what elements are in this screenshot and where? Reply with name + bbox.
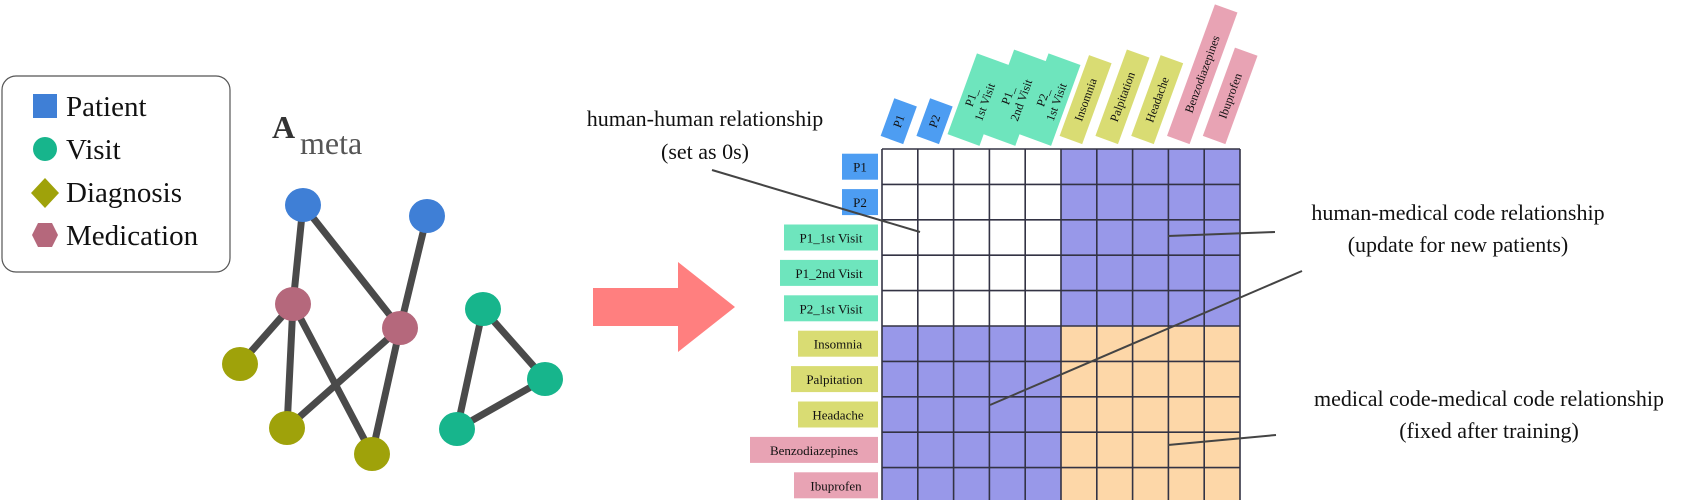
row-label-box — [784, 295, 878, 322]
transform-arrow-icon — [593, 262, 735, 352]
meta-graph — [222, 188, 563, 471]
row-label-benzodiazepines: Benzodiazepines — [750, 436, 878, 463]
annotations: human-human relationship (set as 0s) hum… — [587, 106, 1664, 443]
column-label-p1: P1 — [880, 98, 917, 145]
graph-title-subscript: meta — [300, 125, 362, 161]
annotation-human-human-title: human-human relationship — [587, 106, 823, 131]
diagnosis-legend-diamond-icon — [31, 178, 59, 208]
row-label-text: Headache — [812, 408, 863, 423]
row-label-text: Palpitation — [806, 372, 863, 387]
diagnosis-node — [269, 411, 305, 445]
visit-node — [465, 292, 501, 326]
column-label-box — [983, 49, 1047, 146]
row-label-box — [798, 401, 878, 428]
annotation-medical-medical-note: (fixed after training) — [1399, 418, 1579, 443]
row-label-box — [791, 366, 878, 393]
row-label-text: P2 — [853, 195, 867, 210]
medication-legend-hexagon-icon — [32, 223, 58, 247]
row-label-text: P1 — [853, 160, 867, 175]
graph-edge — [368, 324, 404, 458]
row-label-insomnia: Insomnia — [798, 330, 878, 357]
leader-human-medical — [1167, 231, 1276, 237]
legend: Patient Visit Diagnosis Medication — [1, 75, 231, 273]
legend-label-visit: Visit — [66, 134, 121, 166]
graph-edge — [453, 305, 487, 433]
row-label-palpitation: Palpitation — [791, 366, 878, 393]
row-label-text: Benzodiazepines — [770, 443, 858, 458]
column-label-box — [1095, 49, 1150, 145]
row-label-box — [842, 153, 878, 180]
column-label-box — [880, 98, 917, 145]
annotation-medical-medical-title: medical code-medical code relationship — [1314, 386, 1664, 411]
block-human-human — [882, 149, 1061, 326]
column-label-box — [947, 53, 1009, 146]
row-label-headache: Headache — [798, 401, 878, 428]
column-label-p2: P2 — [916, 98, 953, 145]
row-label-box — [780, 259, 878, 286]
row-label-box — [794, 472, 878, 499]
row-label-p1-2nd-visit: P1_2nd Visit — [780, 259, 878, 286]
graph-edge — [289, 300, 376, 458]
row-label-text: P1_2nd Visit — [795, 266, 863, 281]
column-label-box — [1059, 55, 1112, 145]
row-label-p1-1st-visit: P1_1st Visit — [784, 224, 878, 251]
visit-node — [527, 362, 563, 396]
graph-title-main: A — [272, 109, 295, 145]
block-human-medical-bottom — [882, 326, 1061, 500]
legend-label-diagnosis: Diagnosis — [66, 177, 182, 209]
row-label-ibuprofen: Ibuprofen — [794, 472, 878, 499]
annotation-human-medical-title: human-medical code relationship — [1311, 200, 1604, 225]
column-label-box — [916, 98, 953, 145]
adjacency-matrix — [881, 148, 1241, 500]
medication-node — [382, 311, 418, 345]
row-label-text: Insomnia — [814, 337, 863, 352]
leader-human-human — [711, 169, 921, 233]
patient-node — [285, 188, 321, 222]
block-medical-medical — [1061, 326, 1240, 500]
graph-edge — [283, 324, 404, 432]
column-label-text: P2 — [926, 113, 943, 130]
visit-legend-circle-icon — [33, 137, 57, 161]
leader-human-medical-2 — [989, 270, 1303, 406]
row-label-text: Ibuprofen — [810, 478, 862, 493]
column-label-box — [1131, 55, 1184, 145]
column-label-box — [1202, 47, 1258, 145]
annotation-human-human-note: (set as 0s) — [661, 139, 749, 164]
column-label-text: P1 — [890, 113, 907, 130]
graph-edge — [283, 300, 297, 432]
medication-node — [275, 287, 311, 321]
graph-edge — [299, 201, 404, 332]
row-label-box — [784, 224, 878, 251]
column-label-box — [1167, 4, 1238, 145]
leader-medical-medical — [1167, 434, 1277, 446]
visit-node — [439, 412, 475, 446]
row-label-text: P2_1st Visit — [800, 301, 863, 316]
row-label-text: P1_1st Visit — [800, 231, 863, 246]
column-label-text: P1_ — [998, 83, 1018, 106]
legend-label-medication: Medication — [66, 220, 199, 252]
column-label-box — [1019, 53, 1081, 146]
graph-edge — [396, 212, 431, 332]
diagnosis-node — [222, 347, 258, 381]
graph-title: A meta — [272, 109, 362, 161]
patient-legend-square-icon — [33, 94, 57, 118]
column-label-text: P2_ — [1033, 85, 1053, 108]
legend-label-patient: Patient — [66, 91, 147, 123]
column-label-text: P1_ — [962, 85, 982, 108]
row-label-p2-1st-visit: P2_1st Visit — [784, 295, 878, 322]
row-label-box — [750, 436, 878, 463]
legend-box — [1, 75, 231, 273]
annotation-leaders — [711, 169, 1303, 446]
row-label-box — [798, 330, 878, 357]
annotation-human-medical-note: (update for new patients) — [1348, 232, 1569, 257]
row-label-p1: P1 — [842, 153, 878, 180]
patient-node — [409, 199, 445, 233]
diagnosis-node — [354, 437, 390, 471]
block-human-medical-top — [1061, 149, 1240, 326]
